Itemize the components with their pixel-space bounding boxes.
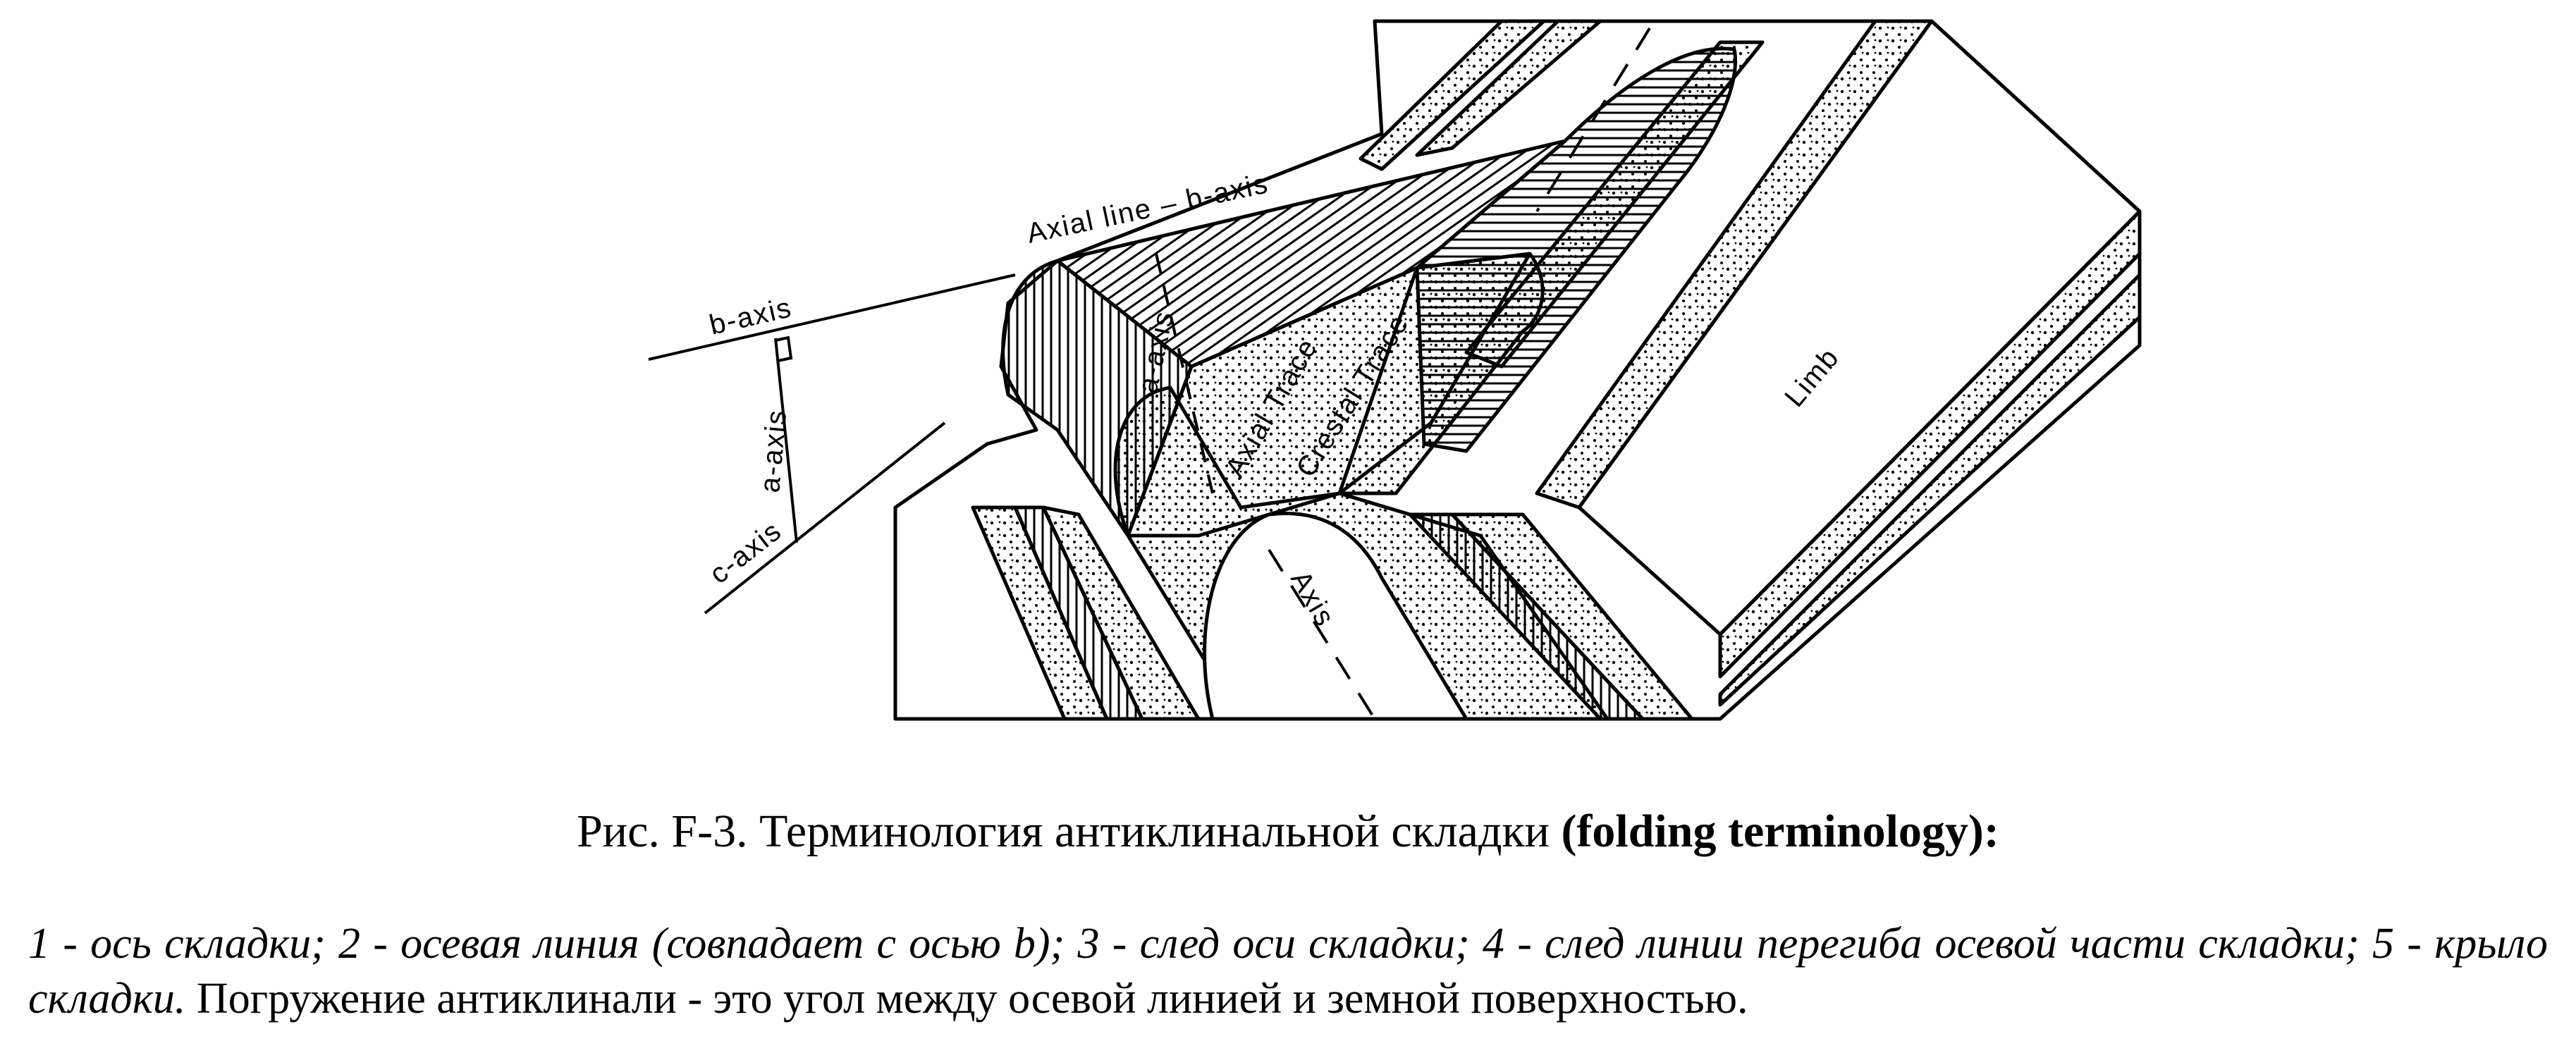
legend-plain: Погружение антиклинали - это угол между …	[185, 975, 1748, 1023]
a-axis-label-left: a-axis	[754, 408, 792, 494]
axial-line-dashed	[1535, 27, 1651, 213]
c-axis-line	[704, 421, 946, 615]
caption-bold: (folding terminology):	[1561, 806, 1999, 857]
crestal-trace-band	[1337, 252, 1545, 495]
c-axis-label: c-axis	[704, 515, 787, 590]
front-face-strata-5	[1450, 512, 1694, 721]
fold-block-diagram: Axial line – b-axis b-axis a-axis c-axis…	[648, 19, 2142, 721]
axis-dashed	[1268, 548, 1376, 720]
limb-edge-2	[1718, 273, 2142, 707]
figure-caption: Рис. F-3. Терминология антиклинальной ск…	[0, 803, 2576, 860]
limb-edge	[1718, 209, 2142, 679]
b-axis-line	[648, 273, 1016, 361]
figure-legend: 1 - ось складки; 2 - осевая линия (совпа…	[28, 916, 2548, 1026]
right-angle-marker	[775, 335, 793, 362]
a-axis-line	[774, 338, 798, 543]
a-axis-inner-line	[1155, 253, 1214, 494]
back-limb-band-2	[1415, 19, 1602, 157]
b-axis-label: b-axis	[706, 292, 795, 341]
front-face-strata-3	[1041, 505, 1201, 721]
back-limb-band	[1358, 19, 1546, 171]
axis-lobe	[1203, 512, 1468, 721]
legend-italic: 1 - ось складки; 2 - осевая линия (совпа…	[28, 920, 2548, 1023]
fold-diagram-svg: Axial line – b-axis b-axis a-axis c-axis…	[648, 19, 2142, 721]
caption-prefix: Рис. F-3. Терминология антиклинальной ск…	[577, 806, 1562, 857]
